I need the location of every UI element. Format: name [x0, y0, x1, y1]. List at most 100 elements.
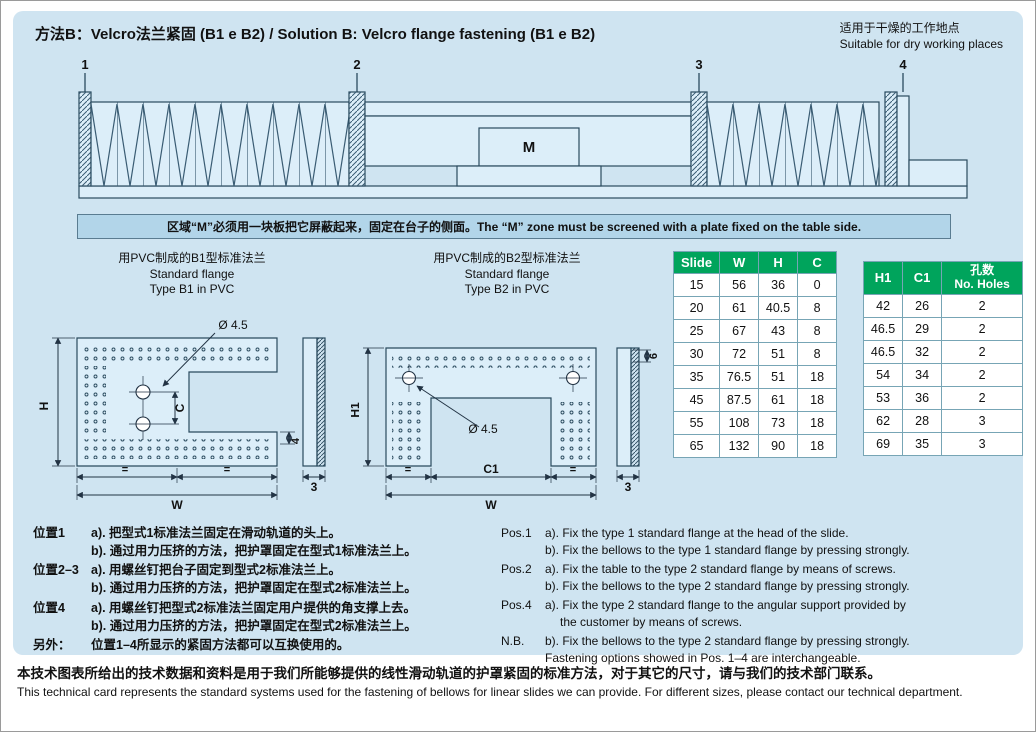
table-cell: 73: [758, 411, 799, 436]
instruction-line: a). 把型式1标准法兰固定在滑动轨道的头上。: [91, 525, 342, 540]
page-title: 方法B：Velcro法兰紧固 (B1 e B2) / Solution B: V…: [35, 26, 596, 43]
table-cell: 25: [672, 319, 721, 344]
instruction-item: 位置1 a). 把型式1标准法兰固定在滑动轨道的头上。 b). 通过用力压挤的方…: [33, 525, 501, 561]
bellows-assembly-drawing: 1 2 3 4 M: [78, 57, 968, 199]
b2-caption-en2: Type B2 in PVC: [464, 282, 550, 297]
instruction-item: 另外： 位置1–4所显示的紧固方法都可以互换使用的。: [33, 637, 501, 655]
col-header-holes: 孔数 No. Holes: [941, 261, 1024, 295]
instruction-line: a). 用螺丝钉把台子固定到型式2标准法兰上。: [91, 563, 342, 578]
b2-caption-cn: 用PVC制成的B2型标准法兰: [433, 251, 581, 266]
table-cell: 51: [758, 342, 799, 367]
b2-velcro-strip: [630, 347, 640, 467]
position-label: 位置1: [33, 525, 65, 540]
instruction-item: 位置4 a). 用螺丝钉把型式2标准法兰固定用户提供的角支撑上去。 b). 通过…: [33, 600, 501, 636]
table-cell: 28: [902, 408, 943, 433]
instruction-item: Pos.2 a). Fix the table to the type 2 st…: [501, 561, 1003, 595]
table-cell: 67: [719, 319, 760, 344]
table-cell: 26: [902, 293, 943, 318]
header-row: 方法B：Velcro法兰紧固 (B1 e B2) / Solution B: V…: [27, 21, 1009, 52]
angular-support-foot: [908, 159, 968, 187]
note-line-en: Suitable for dry working places: [839, 36, 1003, 51]
content-panel: 方法B：Velcro法兰紧固 (B1 e B2) / Solution B: V…: [13, 11, 1024, 665]
instruction-item: Pos.4 a). Fix the type 2 standard flange…: [501, 597, 1003, 631]
position-marker-1: 1: [81, 57, 88, 72]
instruction-item: N.B. b). Fix the bellows to the type 2 s…: [501, 633, 1003, 667]
table-cell: 35: [902, 431, 943, 456]
col-header-w: W: [719, 251, 760, 275]
flange-b1-drawing: C Ø 4.5 H = = W: [37, 318, 326, 512]
table-cell: 30: [672, 342, 721, 367]
dim-c1-label: C1: [483, 462, 499, 476]
table-cell: 3: [941, 408, 1024, 433]
table-cell: 69: [863, 431, 904, 456]
table-cell: 2: [941, 385, 1024, 410]
table-cell: 8: [797, 342, 838, 367]
equal-mark: =: [122, 464, 128, 476]
col-header-slide: Slide: [672, 251, 721, 275]
table-cell: 2: [941, 339, 1024, 364]
equal-mark: =: [405, 464, 411, 476]
middle-section: 用PVC制成的B1型标准法兰 Standard flange Type B1 i…: [27, 251, 1024, 512]
table-cell: 40.5: [758, 296, 799, 321]
footer-note: 本技术图表所给出的技术数据和资料是用于我们所能够提供的线性滑动轨道的护罩紧固的标…: [13, 662, 1023, 699]
table-cell: 32: [902, 339, 943, 364]
flange-b1-caption: 用PVC制成的B1型标准法兰 Standard flange Type B1 i…: [37, 251, 347, 298]
instruction-line: b). Fix the bellows to the type 2 standa…: [545, 579, 910, 594]
table-cell: 54: [863, 362, 904, 387]
table-cell: 15: [672, 273, 721, 298]
table-cell: 72: [719, 342, 760, 367]
instruction-line: a). 用螺丝钉把型式2标准法兰固定用户提供的角支撑上去。: [91, 600, 417, 615]
col-header-holes-cn: 孔数: [970, 263, 995, 278]
col-header-h: H: [758, 251, 799, 275]
table-header-row: Slide W H C: [672, 251, 838, 275]
table-cell: 2: [941, 362, 1024, 387]
b2-side-view: [616, 347, 632, 467]
table-cell: 76.5: [719, 365, 760, 390]
instruction-line: b). 通过用力压挤的方法，把护罩固定在型式2标准法兰上。: [91, 618, 417, 633]
col-header-h1: H1: [863, 261, 904, 295]
instructions-chinese: 位置1 a). 把型式1标准法兰固定在滑动轨道的头上。 b). 通过用力压挤的方…: [33, 525, 501, 669]
flange-b1-figure: 用PVC制成的B1型标准法兰 Standard flange Type B1 i…: [37, 251, 347, 512]
instruction-line: b). 通过用力压挤的方法，把护罩固定在型式1标准法兰上。: [91, 543, 417, 558]
dry-places-note: 适用于干燥的工作地点 Suitable for dry working plac…: [840, 21, 1009, 52]
instruction-line: a). Fix the type 2 standard flange to th…: [545, 598, 906, 613]
position-marker-2: 2: [353, 57, 360, 72]
m-zone-banner: 区域“M”必须用一块板把它屏蔽起来，固定在台子的侧面。The “M” zone …: [77, 214, 951, 240]
table-cell: 62: [863, 408, 904, 433]
position-label: 另外：: [33, 638, 71, 653]
position-marker-3: 3: [695, 57, 702, 72]
instruction-line: b). 通过用力压挤的方法，把护罩固定在型式2标准法兰上。: [91, 581, 417, 596]
table-cell: 18: [797, 434, 838, 459]
table-cell: 56: [719, 273, 760, 298]
dim-h-label: H: [37, 402, 51, 411]
b2-plate: [385, 347, 597, 467]
equal-mark: =: [570, 464, 576, 476]
flange-b2-caption: 用PVC制成的B2型标准法兰 Standard flange Type B2 i…: [351, 251, 663, 298]
dim-4-label: 4: [290, 437, 302, 444]
table-cell: 35: [672, 365, 721, 390]
table-header-row: H1 C1 孔数 No. Holes: [863, 261, 1024, 295]
table-cell: 46.5: [863, 339, 904, 364]
instruction-line: 位置1–4所显示的紧固方法都可以互换使用的。: [91, 638, 350, 653]
table-cell: 51: [758, 365, 799, 390]
table-top-plate: [364, 101, 692, 117]
b2-caption-en1: Standard flange: [464, 266, 550, 281]
table-cell: 65: [672, 434, 721, 459]
b1-caption-en1: Standard flange: [149, 266, 235, 281]
m-zone-label: M: [523, 139, 536, 156]
instruction-line: b). Fix the bellows to the type 1 standa…: [545, 543, 910, 557]
flange-b2-figure: 用PVC制成的B2型标准法兰 Standard flange Type B2 i…: [351, 251, 663, 512]
table-cell: 8: [797, 296, 838, 321]
position-label: Pos.1: [501, 525, 532, 540]
